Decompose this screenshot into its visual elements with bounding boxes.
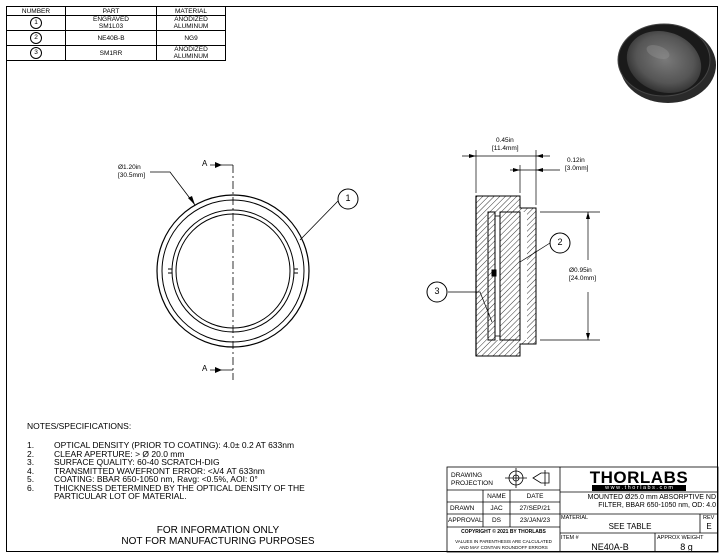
balloon-1 bbox=[337, 188, 359, 210]
balloon-1-label: 1 bbox=[345, 193, 351, 203]
balloon-2 bbox=[549, 232, 571, 254]
information-notice: FOR INFORMATION ONLY NOT FOR MANUFACTURI… bbox=[121, 525, 315, 547]
thorlabs-logo: THORLABS bbox=[589, 468, 689, 487]
section-view bbox=[426, 150, 600, 357]
product-photo bbox=[617, 23, 716, 103]
part-number-balloon: 1 bbox=[30, 17, 42, 29]
copyright: COPYRIGHT © 2021 BY THORLABS bbox=[461, 529, 546, 535]
dim-inner-diameter: Ø0.95in [24.0mm] bbox=[569, 267, 597, 282]
dim-step: 0.12in [3.0mm] bbox=[565, 157, 589, 172]
sheet-border bbox=[6, 6, 718, 552]
note-item: 1.OPTICAL DENSITY (PRIOR TO COATING): 4.… bbox=[27, 440, 295, 450]
balloon-3 bbox=[426, 281, 448, 303]
drawn-name: JAC bbox=[490, 505, 503, 512]
filter-glass bbox=[499, 211, 521, 341]
col-date-header: DATE bbox=[526, 493, 544, 500]
weight-label: APPROX WEIGHT bbox=[657, 535, 704, 541]
dim-outer-diameter: Ø1.20in [30.5mm] bbox=[118, 164, 146, 179]
col-name-header: NAME bbox=[487, 493, 506, 500]
note-item: 4.TRANSMITTED WAVEFRONT ERROR: <λ/4 AT 6… bbox=[27, 465, 265, 476]
notes-title: NOTES/SPECIFICATIONS: bbox=[27, 421, 132, 431]
projection-label: DRAWING PROJECTION bbox=[451, 472, 493, 487]
part-number-balloon: 3 bbox=[30, 47, 42, 59]
part-number-balloon: 2 bbox=[30, 32, 42, 44]
material-value: SEE TABLE bbox=[608, 522, 652, 531]
approval-date: 23/JAN/23 bbox=[519, 517, 551, 524]
front-view bbox=[150, 162, 359, 380]
item-value: NE40A-B bbox=[591, 542, 629, 552]
note-item: 3.SURFACE QUALITY: 60-40 SCRATCH-DIG bbox=[27, 457, 220, 467]
balloon-3-label: 3 bbox=[434, 286, 440, 296]
dim-thickness: 0.45in [11.4mm] bbox=[492, 137, 519, 152]
parts-table-row: 2 NE40B-B NG9 bbox=[6, 30, 226, 46]
section-marker-bottom: A bbox=[202, 364, 208, 373]
material-label: MATERIAL bbox=[561, 515, 589, 521]
drawn-date: 27/SEP/21 bbox=[519, 505, 551, 512]
approval-label: APPROVAL bbox=[448, 517, 483, 524]
rev-value: E bbox=[706, 522, 712, 531]
part-name: SM1RR bbox=[65, 45, 157, 61]
note-item: 2.CLEAR APERTURE: > Ø 20.0 mm bbox=[27, 448, 185, 459]
rev-label: REV bbox=[703, 515, 715, 521]
item-label: ITEM # bbox=[561, 535, 579, 541]
parts-table: NUMBER PART MATERIAL 1 ENGRAVED SM1L03 A… bbox=[6, 6, 226, 61]
values-note: VALUES IN PARENTHESIS ARE CALCULATED AND… bbox=[455, 539, 552, 550]
drawn-label: DRAWN bbox=[450, 505, 475, 512]
weight-value: 8 g bbox=[680, 542, 693, 552]
thorlabs-website: w w w . t h o r l a b s . c o m bbox=[592, 485, 686, 491]
section-marker-top: A bbox=[202, 159, 208, 168]
note-item: 5.COATING: BBAR 650-1050 nm, Ravg: <0.5%… bbox=[27, 474, 258, 484]
part-description: MOUNTED Ø25.0 mm ABSORPTIVE ND FILTER, B… bbox=[587, 494, 716, 509]
part-material: ANODIZED ALUMINUM bbox=[156, 45, 226, 61]
approval-name: DS bbox=[491, 517, 502, 524]
note-item: 6.THICKNESS DETERMINED BY THE OPTICAL DE… bbox=[27, 482, 305, 501]
notes-section: NOTES/SPECIFICATIONS: 1.OPTICAL DENSITY … bbox=[27, 421, 324, 501]
balloon-2-label: 2 bbox=[557, 237, 563, 247]
title-block-frame bbox=[446, 466, 719, 553]
parts-table-row: 3 SM1RR ANODIZED ALUMINUM bbox=[6, 45, 226, 61]
